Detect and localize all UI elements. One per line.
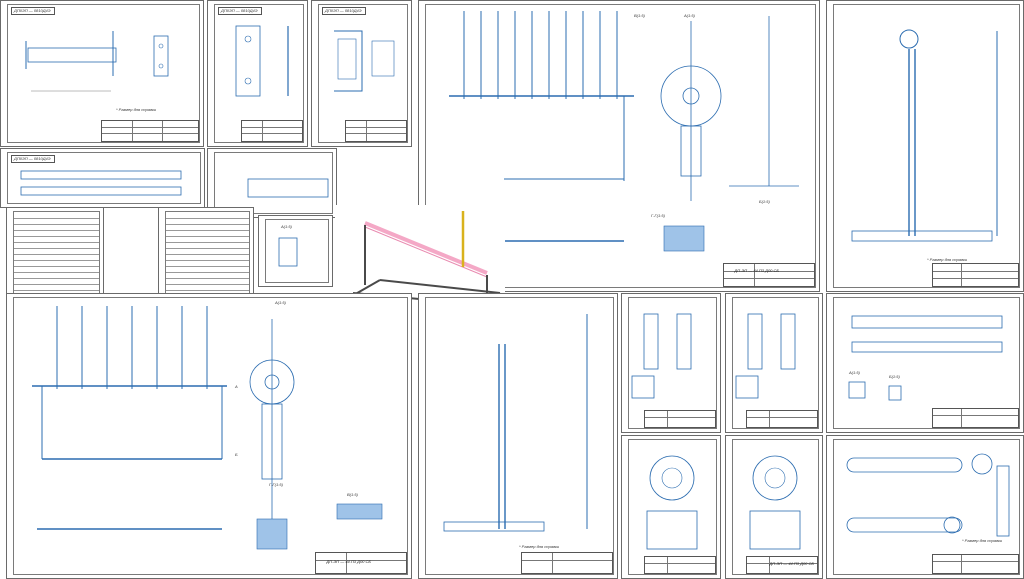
section-view: [278, 237, 298, 267]
sheet-frame: [7, 152, 201, 204]
part-drawing: [846, 453, 1010, 537]
drawing-sheet-n: [725, 293, 823, 433]
sheet-frame: [628, 297, 717, 429]
part-drawing: [235, 25, 289, 97]
part-drawing: [646, 455, 698, 550]
drawing-sheet-k: А(1:5): [258, 215, 333, 287]
title-block: [644, 410, 716, 428]
title-block: [101, 120, 199, 142]
view-label-aa: А(1:5): [684, 13, 695, 18]
title-block: [521, 552, 613, 574]
part-drawing: [20, 170, 182, 196]
sheet-stamp: ДП0ЭП — 0810Д4Э: [11, 7, 55, 15]
label-b: Б: [235, 452, 238, 457]
label-a: А: [235, 384, 238, 389]
drawing-sheet-p: [621, 435, 721, 579]
sheet-frame: [732, 297, 819, 429]
title-block: [315, 552, 407, 574]
title-block: [723, 263, 815, 287]
view-label-vv: В(1:5): [634, 13, 645, 18]
part-drawing: [735, 313, 796, 399]
sheet-stamp: ДП0ЭП — 0810Д4Э: [322, 7, 366, 15]
title-block: [345, 120, 407, 142]
title-block-title: ДП-ЭП — 44.П3 Д00 СБ: [769, 561, 814, 566]
drawing-sheet-b: ДП0ЭП — 0810Д4Э: [207, 0, 308, 147]
view-label-aa: А(1:5): [275, 300, 286, 305]
drawing-sheet-a: ДП0ЭП — 0810Д4Э * Размер для справки: [0, 0, 204, 147]
drawing-sheet-c: ДП0ЭП — 0810Д4Э: [311, 0, 412, 147]
assembly-drawing: [32, 306, 383, 550]
part-drawing: [334, 30, 395, 92]
view-label-gg: Г-Г(1:5): [651, 213, 665, 218]
drawing-sheet-m: [621, 293, 721, 433]
view-label-bb: Б(1:5): [759, 199, 770, 204]
part-drawing: [851, 29, 998, 242]
sheet-frame: [214, 152, 333, 214]
part-drawing: [631, 313, 692, 399]
sheet-frame: [833, 4, 1020, 288]
title-block: [746, 556, 818, 574]
sheet-frame: [833, 439, 1020, 575]
title-block: [241, 120, 303, 142]
title-block-title: ДП-ЭП — 44.П3 Д00 СБ: [734, 268, 779, 273]
drawing-sheet-e: * Размер для справки: [826, 0, 1024, 292]
size-note: * Размер для справки: [927, 257, 968, 262]
sheet-frame: [732, 439, 819, 575]
title-block: [746, 410, 818, 428]
sheet-frame: [318, 4, 408, 143]
size-note: * Размер для справки: [116, 107, 157, 112]
part-drawing: [749, 455, 801, 550]
sheet-stamp: ДП0ЭП — 0810Д4Э: [218, 7, 262, 15]
sheet-frame: [425, 4, 816, 288]
part-drawing: [443, 314, 588, 532]
view-label-b5: Б(1:5): [889, 374, 900, 379]
title-block: [932, 263, 1019, 287]
sheet-frame: [628, 439, 717, 575]
sheet-frame: [13, 297, 408, 575]
drawing-sheet-q: ДП-ЭП — 44.П3 Д00 СБ: [725, 435, 823, 579]
view-label-vv: В(1:5): [347, 492, 358, 497]
sheet-frame: [833, 297, 1020, 429]
part-drawing: [848, 315, 1003, 401]
title-block-title: ДП-ЭП — 44.П3 Д00 СБ: [326, 559, 371, 564]
drawing-sheet-g: [207, 148, 337, 218]
title-block: [932, 554, 1019, 574]
drawing-sheet-l: * Размер для справки: [418, 293, 618, 579]
view-label-gg: Г-Г(1:5): [269, 482, 283, 487]
sheet-frame: [265, 219, 329, 283]
part-drawing: [247, 178, 329, 198]
title-block: [932, 408, 1019, 428]
drawing-sheet-f: ДП0ЭП — 0810Д4Э: [0, 148, 205, 208]
sheet-frame: [425, 297, 614, 575]
part-drawing: [25, 31, 169, 92]
sheet-frame: [214, 4, 304, 143]
size-note: * Размер для справки: [962, 538, 1003, 543]
view-label-a5: А(1:5): [281, 224, 292, 229]
title-block: [644, 556, 716, 574]
size-note: * Размер для справки: [519, 544, 560, 549]
drawing-sheet-j: А(1:5) А Б Г-Г(1:5) В(1:5) ДП-ЭП — 44.П3…: [6, 293, 412, 579]
drawing-sheet-r: * Размер для справки: [826, 435, 1024, 579]
view-label-a5: А(1:5): [849, 370, 860, 375]
sheet-frame: [7, 4, 200, 143]
drawing-sheet-o: А(1:5) Б(1:5): [826, 293, 1024, 433]
assembly-drawing: [449, 11, 799, 252]
sheet-stamp: ДП0ЭП — 0810Д4Э: [11, 155, 55, 163]
